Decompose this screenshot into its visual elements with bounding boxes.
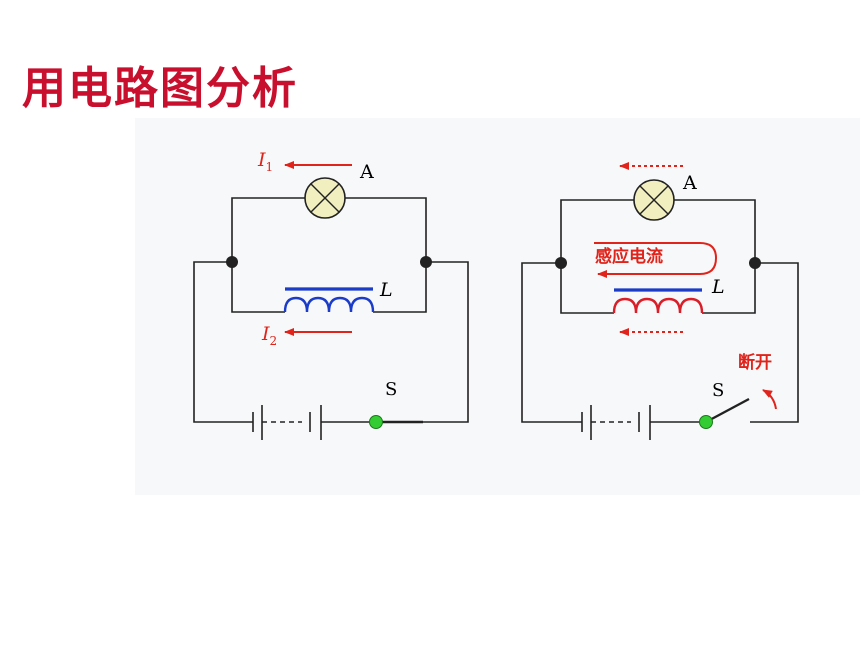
left-inductor-label: L bbox=[379, 279, 393, 301]
circuit-diagrams: S A I1 L I2 bbox=[135, 118, 860, 495]
right-lamp-wire-right bbox=[674, 199, 756, 263]
right-switch-pivot bbox=[699, 415, 713, 429]
panel-background bbox=[135, 118, 860, 495]
right-battery bbox=[581, 405, 651, 440]
right-wires bbox=[521, 199, 799, 423]
right-junction-right bbox=[749, 257, 761, 269]
right-inductor bbox=[612, 288, 704, 314]
right-lamp bbox=[633, 179, 675, 221]
right-circuit: S 断开 A 感应电流 L bbox=[521, 162, 799, 440]
induced-current-label: 感应电流 bbox=[595, 246, 663, 267]
left-current-2-label: I2 bbox=[261, 323, 277, 348]
left-inductor bbox=[283, 287, 375, 313]
left-circuit: S A I1 L I2 bbox=[193, 149, 469, 440]
right-switch-label: S bbox=[712, 380, 724, 401]
right-outer-wire-left bbox=[521, 262, 582, 423]
switch-open-label: 断开 bbox=[738, 352, 772, 373]
switch-open-arrow bbox=[762, 389, 777, 410]
left-current-1-label: I1 bbox=[257, 149, 273, 174]
left-lamp-wire-right bbox=[345, 197, 427, 262]
right-outer-wire-right bbox=[750, 262, 799, 423]
left-outer-wire-left bbox=[193, 261, 253, 423]
left-switch-label: S bbox=[385, 379, 397, 400]
left-outer-wire-right bbox=[423, 261, 469, 423]
right-lamp-label: A bbox=[682, 172, 697, 194]
left-battery bbox=[252, 405, 322, 440]
right-coil-wire-left bbox=[560, 263, 614, 314]
right-junction-left bbox=[555, 257, 567, 269]
left-coil-wire-left bbox=[231, 262, 285, 313]
right-coil-wire-right bbox=[702, 263, 756, 314]
left-lamp-wire-left bbox=[231, 197, 305, 262]
right-switch bbox=[699, 397, 750, 429]
left-junction-right bbox=[420, 256, 432, 268]
circuit-diagram-panel: S A I1 L I2 bbox=[135, 118, 860, 495]
right-lamp-wire-left bbox=[560, 199, 634, 263]
left-coil-wire-right bbox=[373, 262, 427, 313]
left-junction-left bbox=[226, 256, 238, 268]
left-lamp-label: A bbox=[359, 161, 374, 183]
right-inductor-label: L bbox=[711, 276, 725, 298]
left-switch-pivot bbox=[369, 415, 383, 429]
left-lamp bbox=[304, 177, 346, 219]
left-switch bbox=[369, 415, 423, 429]
slide-title: 用电路图分析 bbox=[22, 63, 298, 114]
left-wires bbox=[193, 197, 469, 423]
induced-current-loop-arrow bbox=[594, 242, 718, 278]
